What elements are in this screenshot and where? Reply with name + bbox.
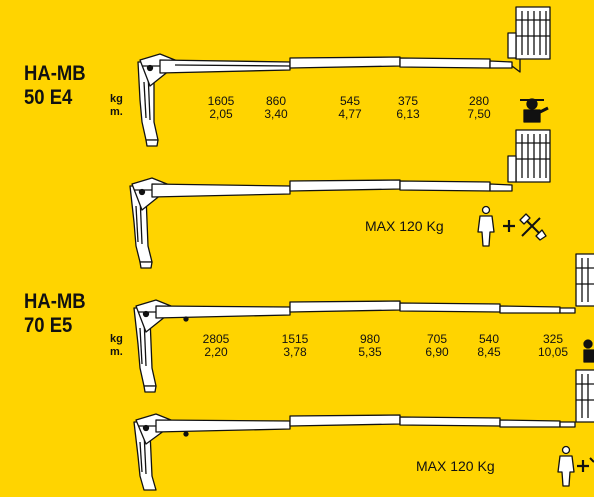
reach-value: 5,35	[358, 345, 382, 359]
model-name-line: HA-MB	[24, 290, 86, 313]
crane-boom-icon	[133, 413, 576, 491]
tools-icon	[519, 213, 547, 241]
reach-value: 2,05	[209, 107, 233, 121]
reach-value: 3,40	[264, 107, 288, 121]
load-value: 375	[397, 94, 419, 108]
reach-value: 6,13	[396, 107, 420, 121]
load-value: 705	[426, 332, 448, 346]
reach-value: 2,20	[204, 345, 228, 359]
crane-boom-icon	[133, 299, 576, 393]
load-value: 1605	[207, 94, 235, 108]
reach-value: 6,90	[425, 345, 449, 359]
worker-icon	[557, 445, 575, 487]
reach-value: 10,05	[537, 345, 569, 359]
crane-boom-icon	[129, 177, 513, 269]
load-value: 1515	[281, 332, 309, 346]
reach-value: 7,50	[467, 107, 491, 121]
model-name-line: 70 E5	[24, 314, 73, 337]
plus-icon	[503, 220, 515, 232]
plus-icon	[577, 460, 589, 472]
unit-m: m.	[110, 346, 123, 358]
basket-platform-icon	[575, 253, 594, 307]
load-value: 545	[339, 94, 361, 108]
basket-platform-icon	[507, 129, 551, 183]
load-value: 860	[265, 94, 287, 108]
basket-platform-icon	[575, 369, 594, 423]
reach-value: 4,77	[338, 107, 362, 121]
worker-icon	[477, 205, 495, 247]
unit-m: m.	[110, 106, 123, 118]
unit-kg: kg	[110, 333, 123, 345]
load-value: 325	[542, 332, 564, 346]
load-value: 540	[478, 332, 500, 346]
worker-icon	[520, 98, 549, 123]
model-name-line: HA-MB	[24, 62, 86, 85]
load-value: 280	[468, 94, 490, 108]
worker-icon	[583, 339, 594, 363]
load-value: 980	[359, 332, 381, 346]
load-value: 2805	[202, 332, 230, 346]
crane-boom-icon	[137, 53, 521, 147]
max-load-label: MAX 120 Kg	[365, 218, 444, 234]
max-load-label: MAX 120 Kg	[416, 458, 495, 474]
basket-platform-icon	[507, 6, 551, 60]
reach-value: 8,45	[477, 345, 501, 359]
model-name-1: HA-MB 50 E4	[24, 62, 86, 110]
model-name-line: 50 E4	[24, 86, 73, 109]
tools-icon	[589, 457, 594, 463]
unit-kg: kg	[110, 93, 123, 105]
model-name-2: HA-MB 70 E5	[24, 290, 86, 338]
reach-value: 3,78	[283, 345, 307, 359]
